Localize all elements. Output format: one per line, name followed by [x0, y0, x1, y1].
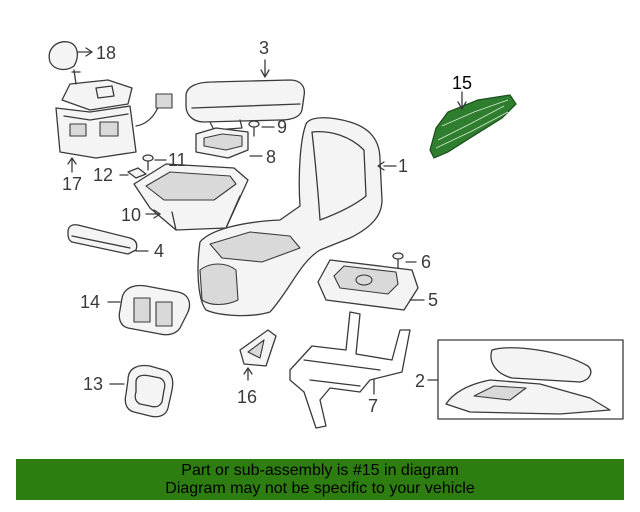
callout-12: 12 [93, 165, 113, 185]
part-17-shifter [55, 69, 173, 173]
callout-15: 15 [452, 73, 472, 93]
part-10-storage-bin [133, 163, 249, 231]
callout-10: 10 [121, 205, 141, 225]
callout-6: 6 [421, 252, 431, 272]
banner-line-1: Part or sub-assembly is #15 in diagram [181, 462, 459, 479]
part-15-highlighted-trim [429, 91, 517, 159]
callout-3: 3 [259, 38, 269, 58]
parts-diagram: 18 17 3 9 8 11 12 10 4 1 6 5 14 13 16 7 … [48, 38, 624, 429]
callout-2: 2 [415, 371, 425, 391]
part-14-vent [107, 284, 191, 336]
part-18-knob [48, 41, 93, 71]
part-9-screw [248, 120, 275, 137]
part-2-inset [427, 339, 624, 420]
info-banner: Part or sub-assembly is #15 in diagram D… [16, 459, 624, 500]
callout-11: 11 [168, 150, 187, 170]
callout-8: 8 [266, 147, 276, 167]
callout-16: 16 [237, 387, 257, 407]
callout-14: 14 [80, 292, 100, 312]
part-16-trim [239, 329, 277, 381]
part-8-bin [195, 127, 263, 159]
callout-7: 7 [368, 396, 378, 416]
part-4-trim-panel [67, 224, 149, 255]
callout-9: 9 [277, 117, 287, 137]
part-13-seal [109, 364, 174, 418]
part-7-bracket [289, 311, 411, 429]
part-3-armrest-lid [185, 59, 306, 131]
part-5-bezel [317, 259, 425, 311]
callout-17: 17 [62, 174, 82, 194]
callout-5: 5 [428, 290, 438, 310]
part-12-clip [119, 167, 147, 179]
callout-1: 1 [398, 156, 408, 176]
part-1-console [197, 117, 397, 317]
banner-line-2: Diagram may not be specific to your vehi… [165, 480, 475, 497]
part-6-screw [392, 252, 417, 271]
callout-4: 4 [154, 241, 164, 261]
callout-13: 13 [83, 374, 103, 394]
part-11-screw [142, 154, 167, 171]
callout-18: 18 [96, 43, 116, 63]
